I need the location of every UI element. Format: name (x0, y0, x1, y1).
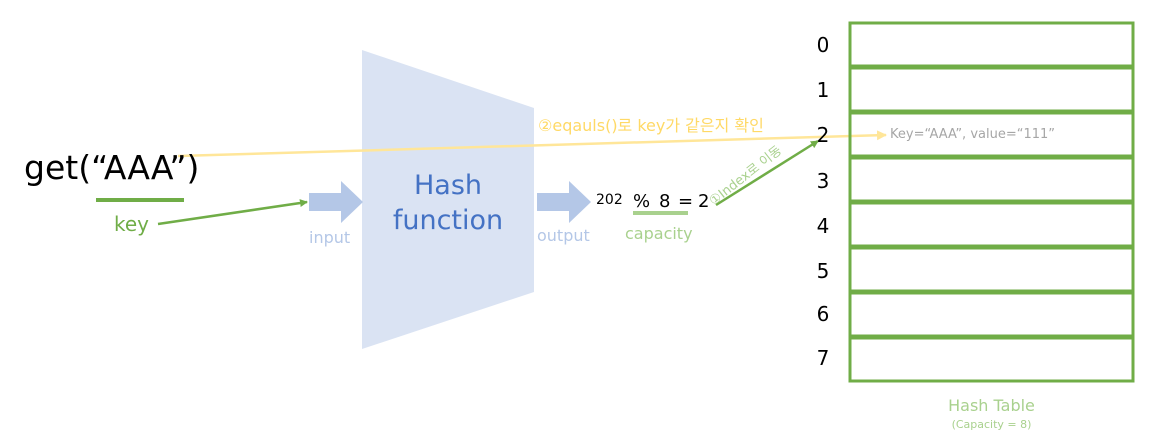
row-index: 1 (816, 78, 830, 102)
hash-function-title: Hash function (392, 170, 504, 236)
table-slot (848, 111, 1135, 158)
row-index: 7 (816, 346, 830, 370)
key-to-input-arrow (157, 199, 308, 226)
table-slot (848, 246, 1135, 293)
equals-check-arrow (177, 130, 887, 158)
input-label: input (309, 228, 351, 247)
hash-table (848, 21, 1135, 383)
output-arrow (537, 181, 591, 223)
hash-value: 202 (596, 192, 623, 208)
key-label: key (114, 212, 150, 236)
input-arrow (309, 181, 363, 223)
capacity-underline (633, 211, 688, 215)
output-label: output (537, 226, 590, 245)
table-title: Hash Table (948, 396, 1035, 415)
get-call-text: get(“AAA”) (24, 148, 200, 187)
capacity-label: capacity (625, 224, 693, 243)
row-index: 3 (816, 169, 830, 193)
table-slot (848, 66, 1135, 113)
table-subtitle: (Capacity = 8) (951, 418, 1032, 431)
row-index: 2 (816, 123, 830, 147)
table-entry: Key=“AAA”, value=“111” (890, 127, 1056, 142)
key-underline (96, 198, 184, 202)
row-index: 6 (816, 302, 830, 326)
capacity-value: 8 (659, 191, 671, 212)
table-slot (848, 21, 1135, 68)
equals-check-note: ②eqauls()로 key가 같은지 확인 (538, 116, 764, 135)
table-slot (848, 156, 1135, 203)
table-slot (848, 201, 1135, 248)
table-slot (848, 336, 1135, 383)
table-slot (848, 291, 1135, 338)
modulo-operator: % (633, 191, 651, 212)
row-index: 0 (816, 33, 830, 57)
row-index: 5 (816, 259, 830, 283)
equals-sign: = (678, 191, 694, 212)
row-index: 4 (816, 214, 830, 238)
index-result: 2 (698, 191, 710, 212)
index-arrow (715, 139, 819, 207)
hash-function-shape (362, 50, 534, 349)
